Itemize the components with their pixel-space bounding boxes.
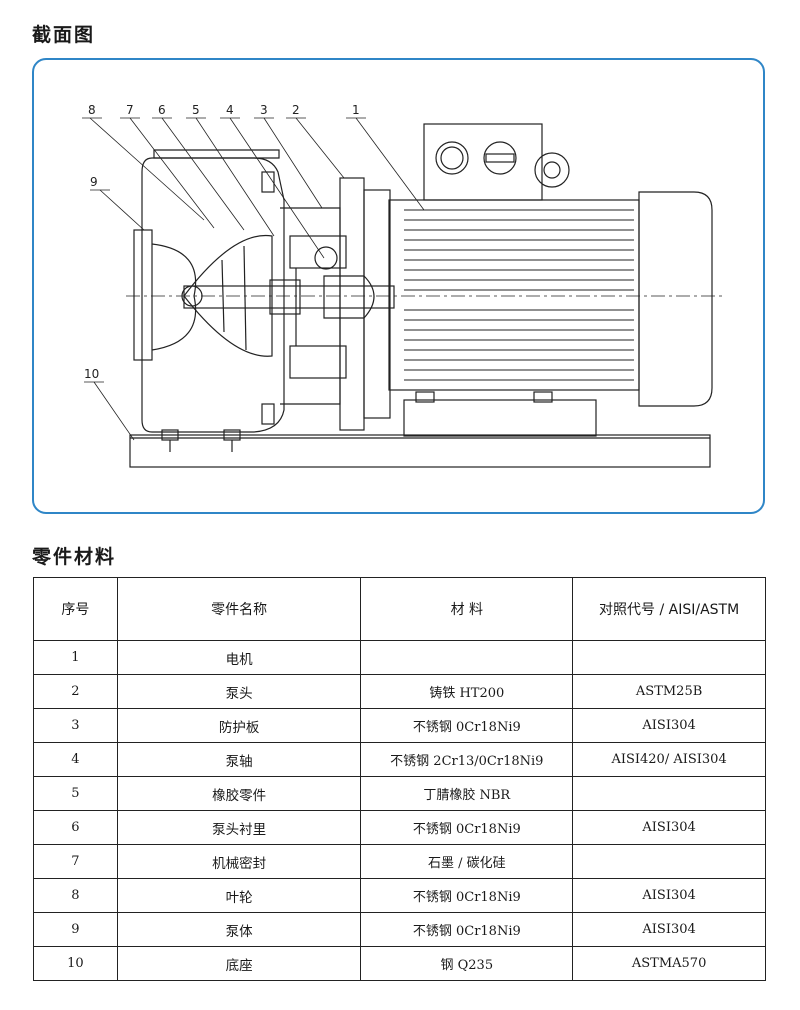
cross-section-title: 截面图 bbox=[32, 24, 96, 46]
cell-material: 不锈钢 0Cr18Ni9 bbox=[360, 912, 574, 947]
base-plate bbox=[129, 434, 711, 468]
table-row: 7 机械密封 石墨 / 碳化硅 bbox=[33, 844, 766, 879]
cell-material: 不锈钢 0Cr18Ni9 bbox=[360, 810, 574, 845]
cell-name: 电机 bbox=[116, 640, 362, 675]
cell-no: 9 bbox=[33, 912, 118, 947]
cell-name: 泵头 bbox=[116, 674, 362, 709]
table-row: 10 底座 钢 Q235 ASTMA570 bbox=[33, 946, 766, 981]
cell-no: 10 bbox=[33, 946, 118, 981]
cell-name: 橡胶零件 bbox=[116, 776, 362, 811]
table-row: 9 泵体 不锈钢 0Cr18Ni9 AISI304 bbox=[33, 912, 766, 947]
callout-6: 6 bbox=[158, 103, 166, 117]
table-row: 5 橡胶零件 丁腈橡胶 NBR bbox=[33, 776, 766, 811]
callout-1: 1 bbox=[352, 103, 360, 117]
cell-name: 防护板 bbox=[116, 708, 362, 743]
cell-no: 6 bbox=[33, 810, 118, 845]
motor-mount bbox=[403, 399, 597, 437]
cell-code: AISI420/ AISI304 bbox=[572, 742, 766, 777]
cell-material: 铸铁 HT200 bbox=[360, 674, 574, 709]
cell-code: AISI304 bbox=[572, 708, 766, 743]
cell-material: 丁腈橡胶 NBR bbox=[360, 776, 574, 811]
terminal-box bbox=[423, 123, 543, 201]
cell-no: 2 bbox=[33, 674, 118, 709]
cross-section-diagram: 8 7 6 5 4 3 2 1 9 10 bbox=[32, 58, 765, 514]
cell-no: 5 bbox=[33, 776, 118, 811]
table-row: 3 防护板 不锈钢 0Cr18Ni9 AISI304 bbox=[33, 708, 766, 743]
cell-material: 不锈钢 0Cr18Ni9 bbox=[360, 878, 574, 913]
cell-material: 石墨 / 碳化硅 bbox=[360, 844, 574, 879]
cell-name: 机械密封 bbox=[116, 844, 362, 879]
cell-no: 7 bbox=[33, 844, 118, 879]
cell-name: 泵头衬里 bbox=[116, 810, 362, 845]
cell-no: 1 bbox=[33, 640, 118, 675]
cell-no: 4 bbox=[33, 742, 118, 777]
pump-shaft bbox=[183, 285, 395, 309]
header-code: 对照代号 / AISI/ASTM bbox=[572, 577, 766, 641]
callout-10: 10 bbox=[84, 367, 99, 381]
cell-code bbox=[572, 640, 766, 675]
cell-code bbox=[572, 776, 766, 811]
table-row: 1 电机 bbox=[33, 640, 766, 675]
header-no: 序号 bbox=[33, 577, 118, 641]
header-material: 材 料 bbox=[360, 577, 574, 641]
parts-materials-title: 零件材料 bbox=[32, 546, 117, 568]
callout-2: 2 bbox=[292, 103, 300, 117]
cell-code: AISI304 bbox=[572, 810, 766, 845]
callout-5: 5 bbox=[192, 103, 200, 117]
cell-name: 泵体 bbox=[116, 912, 362, 947]
cell-no: 8 bbox=[33, 878, 118, 913]
cell-material: 不锈钢 0Cr18Ni9 bbox=[360, 708, 574, 743]
header-name: 零件名称 bbox=[116, 577, 362, 641]
cell-material bbox=[360, 640, 574, 675]
callout-4: 4 bbox=[226, 103, 234, 117]
callout-9: 9 bbox=[90, 175, 98, 189]
cell-name: 叶轮 bbox=[116, 878, 362, 913]
cell-name: 泵轴 bbox=[116, 742, 362, 777]
motor-housing bbox=[388, 199, 640, 391]
parts-table: 序号 零件名称 材 料 对照代号 / AISI/ASTM 1 电机 2 泵头 铸… bbox=[33, 577, 766, 981]
table-row: 4 泵轴 不锈钢 2Cr13/0Cr18Ni9 AISI420/ AISI304 bbox=[33, 742, 766, 777]
table-header-row: 序号 零件名称 材 料 对照代号 / AISI/ASTM bbox=[33, 577, 766, 641]
callout-7: 7 bbox=[126, 103, 134, 117]
table-row: 2 泵头 铸铁 HT200 ASTM25B bbox=[33, 674, 766, 709]
pump-drawing: 8 7 6 5 4 3 2 1 9 10 bbox=[82, 103, 724, 468]
cell-name: 底座 bbox=[116, 946, 362, 981]
cell-code: AISI304 bbox=[572, 912, 766, 947]
cell-material: 钢 Q235 bbox=[360, 946, 574, 981]
cell-code bbox=[572, 844, 766, 879]
table-row: 8 叶轮 不锈钢 0Cr18Ni9 AISI304 bbox=[33, 878, 766, 913]
cell-code: ASTM25B bbox=[572, 674, 766, 709]
cell-material: 不锈钢 2Cr13/0Cr18Ni9 bbox=[360, 742, 574, 777]
cell-no: 3 bbox=[33, 708, 118, 743]
pump-casing bbox=[141, 157, 285, 433]
cell-code: ASTMA570 bbox=[572, 946, 766, 981]
cell-code: AISI304 bbox=[572, 878, 766, 913]
callout-3: 3 bbox=[260, 103, 268, 117]
table-row: 6 泵头衬里 不锈钢 0Cr18Ni9 AISI304 bbox=[33, 810, 766, 845]
callout-8: 8 bbox=[88, 103, 96, 117]
